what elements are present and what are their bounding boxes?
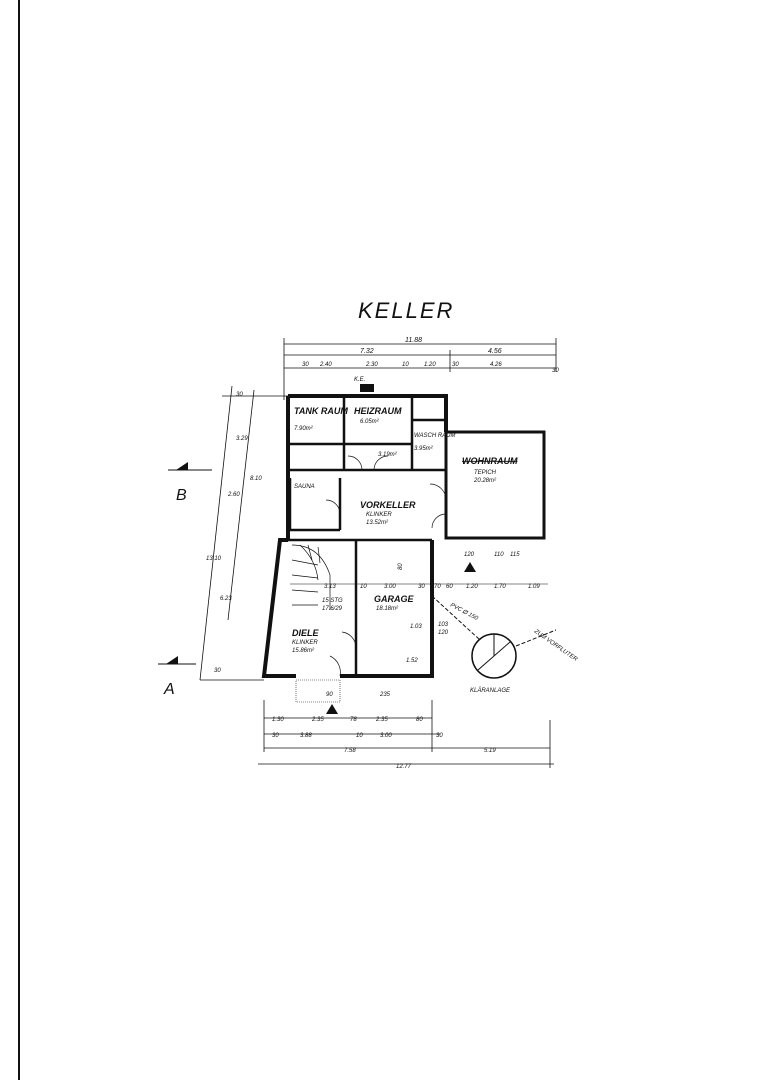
outflow-pipe [515, 629, 557, 647]
klaranlage-label: KLÄRANLAGE [470, 687, 511, 694]
entrance-marker-diele [326, 704, 338, 714]
dim-left-f: 30 [236, 392, 243, 398]
dim-bot-a: 1.30 [272, 717, 284, 723]
vorkeller-name: VORKELLER [360, 500, 416, 510]
dim-top-d: 10 [402, 362, 409, 368]
door-mark-f: 115 [510, 552, 520, 558]
sauna-name: SAUNA [294, 484, 315, 490]
bottom-dimension-lines [258, 700, 554, 768]
door-mark-h: 120 [438, 630, 449, 636]
dim-mid-f: 60 [446, 584, 453, 590]
door-mark-j: 1.52 [406, 658, 418, 664]
plan-title: KELLER [358, 298, 454, 323]
left-dimension-lines [199, 385, 290, 681]
diele-area: 15.86m² [292, 648, 315, 654]
heiz-room-name: HEIZRAUM [354, 406, 402, 416]
diele-floor: KLINKER [292, 640, 318, 646]
dim-top-h: 30 [552, 368, 559, 374]
flur-area: 3.19m² [378, 452, 398, 458]
door-mark-i: 1.03 [410, 624, 422, 630]
tank-room-area: 7.90m² [294, 426, 314, 432]
dim-bot-d: 2.35 [375, 717, 388, 723]
garage-area: 18.18m² [376, 606, 399, 612]
dim-bot-e: 80 [416, 717, 423, 723]
heiz-room-area: 6.05m² [360, 419, 380, 425]
dim-mid-h: 1.70 [494, 584, 506, 590]
dim-bot-j: 30 [436, 733, 443, 739]
dim-left-d: 13.10 [206, 556, 222, 562]
entrance-marker-wohn [464, 562, 476, 572]
vorfluter-label: ZUM VORFLUTER [532, 628, 579, 663]
dim-top-b: 2.40 [319, 362, 332, 368]
door-mark-e: 110 [494, 552, 504, 558]
dim-mid-e: 70 [434, 584, 441, 590]
dim-mid-b: 10 [360, 584, 367, 590]
dim-mid-a: 3.13 [324, 584, 336, 590]
dim-bot-f: 30 [272, 733, 279, 739]
dim-bot-m: 12.77 [396, 764, 412, 770]
door-mark-a: 80 [398, 563, 404, 570]
dim-bot-h: 10 [356, 733, 363, 739]
vorkeller-area: 13.52m² [366, 520, 389, 526]
dim-bot-k: 7.58 [344, 748, 356, 754]
dim-bot-b: 2.35 [311, 717, 324, 723]
door-swings [325, 455, 447, 677]
page-edge-rule [18, 0, 20, 1080]
dim-right-width: 4.56 [488, 348, 502, 355]
dim-bot-l: 5.19 [484, 748, 496, 754]
dim-left-e: 8.10 [250, 476, 262, 482]
dim-mid-d: 30 [418, 584, 425, 590]
interior-walls [288, 396, 446, 676]
wasch-room-name: WASCH RAUM [414, 433, 456, 439]
dim-mid-g: 1.20 [466, 584, 478, 590]
wohn-room-floor: TEPICH [474, 470, 497, 476]
dim-mid-i: 1.09 [528, 584, 540, 590]
section-marker-a: A [158, 656, 196, 698]
door-mark-d: 120 [464, 552, 475, 558]
door-mark-c: 235 [379, 692, 391, 698]
dim-left-c: 6.23 [220, 596, 232, 602]
front-steps [295, 679, 341, 703]
door-mark-g: 103 [438, 622, 449, 628]
wohn-room-name: WOHNRAUM [462, 456, 518, 466]
dim-top-c: 2.30 [365, 362, 378, 368]
door-mark-b: 90 [326, 692, 333, 698]
garage-name: GARAGE [374, 594, 414, 604]
stair-ratio: 17.6/29 [322, 606, 343, 612]
dim-left-g: 30 [214, 668, 221, 674]
dim-bot-c: 78 [350, 717, 357, 723]
dim-mid-c: 3.00 [384, 584, 396, 590]
dim-top-e: 1.20 [424, 362, 436, 368]
top-dimension-lines [283, 338, 557, 400]
outer-walls [261, 394, 448, 678]
dim-bot-g: 3.88 [300, 733, 312, 739]
dim-left-width: 7.32 [360, 348, 374, 355]
section-a-label: A [163, 681, 175, 698]
tank-room-name: TANK RAUM [294, 406, 348, 416]
vorkeller-floor: KLINKER [366, 512, 392, 518]
pvc-pipe [431, 595, 481, 641]
section-b-label: B [176, 487, 187, 504]
dim-left-a: 3.29 [236, 436, 248, 442]
dim-top-a: 30 [302, 362, 309, 368]
dim-top-g: 4.26 [490, 362, 502, 368]
dim-left-b: 2.60 [227, 492, 240, 498]
diele-name: DIELE [292, 628, 320, 638]
wohnraum-walls [444, 430, 546, 540]
wasch-room-area: 3.95m² [414, 446, 434, 452]
section-marker-b: B [168, 462, 212, 504]
wohn-room-area: 20.28m² [473, 478, 497, 484]
dim-bot-i: 3.00 [380, 733, 392, 739]
pvc-label: PVC Ø 150 [449, 602, 479, 622]
chimney-block [360, 384, 374, 392]
ke-label: K.E. [354, 377, 365, 383]
dim-overall-width: 11.88 [405, 337, 422, 344]
staircase [291, 544, 331, 610]
stair-count: 15 STG [322, 598, 343, 604]
dim-top-f: 30 [452, 362, 459, 368]
